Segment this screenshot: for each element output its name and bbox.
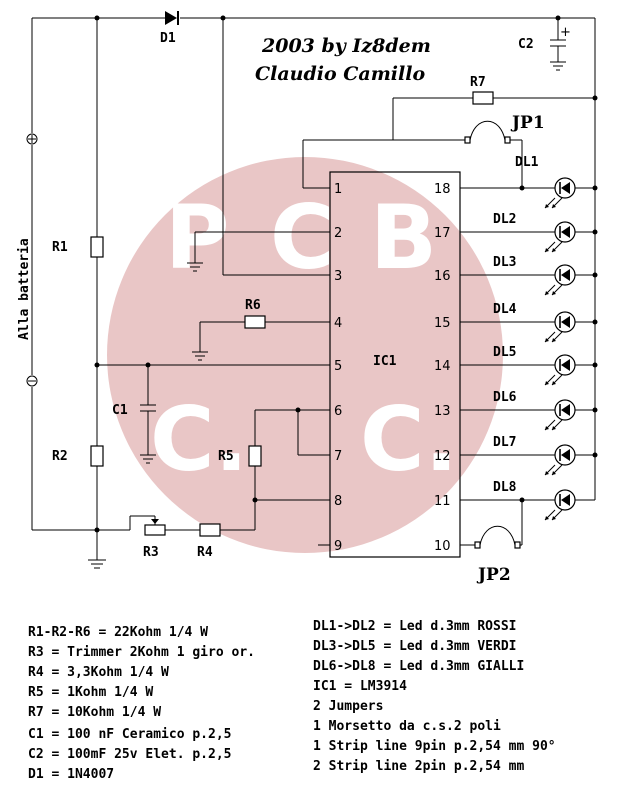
resistor-r7	[472, 91, 494, 105]
jp2-pin	[514, 541, 521, 549]
ic1-label: IC1	[373, 354, 397, 369]
junction-dots	[94, 15, 598, 533]
jp2-label: JP2	[476, 565, 511, 585]
c1-label: C1	[112, 403, 128, 418]
ic-pin-label: 1	[334, 182, 342, 197]
ic-pin-label: 18	[434, 182, 451, 197]
ic-pin-label: 4	[334, 316, 342, 331]
bom-line: D1 = 1N4007	[28, 767, 114, 782]
watermark-letter: C.	[150, 388, 248, 491]
bom-line: C2 = 100mF 25v Elet. p.2,5	[28, 747, 232, 762]
r1-label: R1	[52, 240, 68, 255]
led-label: DL5	[493, 345, 516, 360]
watermark-letter: B	[370, 186, 437, 289]
resistor-r2	[90, 445, 104, 467]
ic-left-pins: 1 2 3 4 5 6 7 8 9	[334, 182, 342, 554]
watermark-letter: P	[165, 186, 230, 289]
led-dl2: DL2	[493, 212, 576, 253]
bom-line: 1 Morsetto da c.s.2 poli	[313, 719, 501, 734]
ic-pin-label: 2	[334, 226, 342, 241]
ic-pin-label: 12	[434, 449, 451, 464]
d1-label: D1	[160, 31, 176, 46]
jp1-pin	[504, 136, 511, 144]
led-dl5: DL5	[493, 345, 576, 386]
ic-pin-label: 5	[334, 359, 342, 374]
bom-line: 2 Strip line 2pin p.2,54 mm	[313, 759, 524, 774]
bom-line: R3 = Trimmer 2Kohm 1 giro or.	[28, 645, 255, 660]
ic-pin-label: 14	[434, 359, 451, 374]
trimmer-r3	[144, 519, 166, 536]
jp1-pin	[464, 136, 471, 144]
diode-d1	[165, 11, 179, 25]
bom-line: DL1->DL2 = Led d.3mm ROSSI	[313, 619, 517, 634]
bom-line: R7 = 10Kohm 1/4 W	[28, 705, 161, 720]
wires	[31, 17, 596, 569]
bom-line: DL6->DL8 = Led d.3mm GIALLI	[313, 659, 524, 674]
led-label: DL7	[493, 435, 516, 450]
led-dl3: DL3	[493, 255, 576, 296]
led-dl4: DL4	[493, 302, 576, 343]
led-dl6: DL6	[493, 390, 576, 431]
resistor-r4	[199, 523, 221, 537]
led-label: DL6	[493, 390, 517, 405]
battery-label: Alla batteria	[17, 238, 32, 340]
battery-terminals	[26, 133, 38, 387]
led-dl1: DL1	[515, 155, 576, 209]
title-line1: 2003 by Iz8dem	[261, 35, 431, 57]
ic-pin-label: 11	[434, 494, 451, 509]
c2-label: C2	[518, 37, 534, 52]
bom-line: R4 = 3,3Kohm 1/4 W	[28, 665, 169, 680]
led-label: DL3	[493, 255, 516, 270]
bom-left: R1-R2-R6 = 22Kohm 1/4 W R3 = Trimmer 2Ko…	[28, 625, 255, 782]
r7-label: R7	[470, 75, 486, 90]
ic-pin-label: 13	[434, 404, 451, 419]
r2-label: R2	[52, 449, 68, 464]
bom-right: DL1->DL2 = Led d.3mm ROSSI DL3->DL5 = Le…	[313, 619, 556, 774]
ic-pin-label: 16	[434, 269, 451, 284]
jp1-label: JP1	[510, 113, 545, 133]
ic-right-pins: 18 17 16 15 14 13 12 11 10	[434, 182, 451, 554]
bom-line: 1 Strip line 9pin p.2,54 mm 90°	[313, 739, 556, 754]
led-dl7: DL7	[493, 435, 576, 476]
bom-line: R1-R2-R6 = 22Kohm 1/4 W	[28, 625, 208, 640]
r3-label: R3	[143, 545, 159, 560]
ic-pin-label: 15	[434, 316, 451, 331]
title-line2: Claudio Camillo	[255, 63, 425, 85]
ic-pin-label: 17	[434, 226, 451, 241]
ic-pin-label: 8	[334, 494, 342, 509]
ic-pin-label: 7	[334, 449, 342, 464]
led-dl8: DL8	[493, 480, 576, 521]
ic-pin-label: 6	[334, 404, 342, 419]
c2-plus-label: +	[560, 25, 571, 40]
bom-line: 2 Jumpers	[313, 699, 383, 714]
jp2-pin	[474, 541, 481, 549]
ic-pin-label: 10	[434, 539, 451, 554]
watermark: P C B C. C.	[107, 157, 503, 553]
ic1-body	[329, 171, 461, 558]
led-label: DL2	[493, 212, 516, 227]
resistor-r6	[244, 315, 266, 329]
ic-pin-label: 3	[334, 269, 342, 284]
led-label: DL4	[493, 302, 517, 317]
watermark-letter: C	[270, 186, 335, 289]
r6-label: R6	[245, 298, 261, 313]
bom-line: C1 = 100 nF Ceramico p.2,5	[28, 727, 232, 742]
watermark-letter: C.	[360, 388, 458, 491]
led-label: DL1	[515, 155, 539, 170]
bom-line: R5 = 1Kohm 1/4 W	[28, 685, 153, 700]
led-label: DL8	[493, 480, 517, 495]
ic-pin-label: 9	[334, 539, 342, 554]
r4-label: R4	[197, 545, 213, 560]
resistor-r5	[248, 445, 262, 467]
resistor-r1	[90, 236, 104, 258]
bom-line: IC1 = LM3914	[313, 679, 407, 694]
r5-label: R5	[218, 449, 234, 464]
bom-line: DL3->DL5 = Led d.3mm VERDI	[313, 639, 517, 654]
